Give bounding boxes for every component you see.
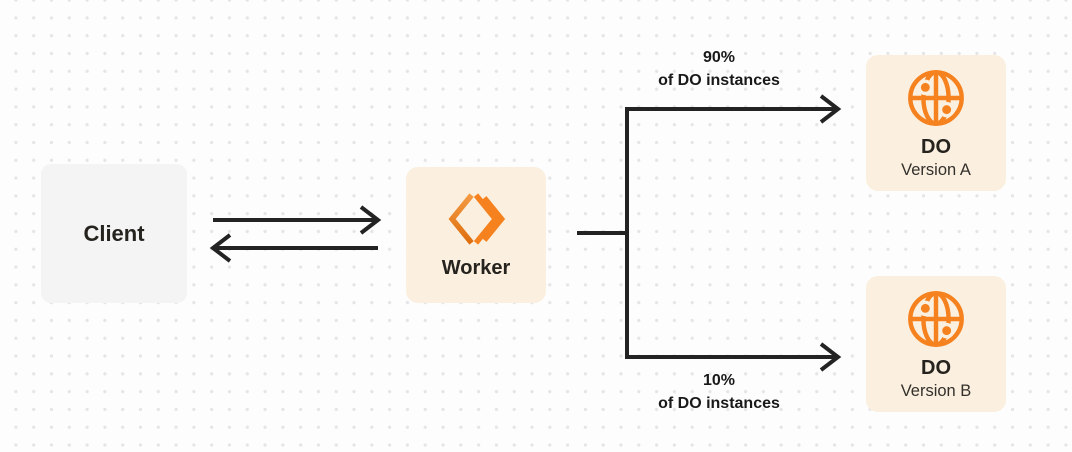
do-b-version-label: Version B bbox=[900, 381, 972, 400]
worker-label: Worker bbox=[441, 256, 511, 279]
do-version-b-node: DO Version B bbox=[866, 276, 1006, 412]
worker-to-client-arrowhead-icon bbox=[209, 233, 232, 263]
client-node: Client bbox=[41, 164, 187, 303]
branch-top-label: 90% of DO instances bbox=[619, 46, 819, 92]
do-version-a-node: DO Version A bbox=[866, 55, 1006, 191]
do-b-title: DO bbox=[921, 356, 951, 379]
branch-top-caption: of DO instances bbox=[658, 72, 780, 89]
branch-trunk-line bbox=[625, 107, 824, 359]
do-a-version-label: Version A bbox=[901, 160, 971, 179]
branch-bottom-arrowhead-icon bbox=[819, 342, 842, 372]
durable-object-globe-icon bbox=[908, 290, 964, 347]
client-to-worker-arrowhead-icon bbox=[359, 205, 382, 235]
branch-top-arrowhead-icon bbox=[819, 94, 842, 124]
branch-bottom-caption: of DO instances bbox=[658, 395, 780, 412]
branch-top-percent: 90% bbox=[702, 49, 736, 66]
cloudflare-workers-icon bbox=[448, 192, 506, 245]
branch-bottom-percent: 10% bbox=[702, 372, 736, 389]
branch-bottom-label: 10% of DO instances bbox=[619, 369, 819, 415]
durable-object-globe-icon bbox=[908, 69, 964, 126]
worker-node: Worker bbox=[406, 167, 546, 303]
do-a-title: DO bbox=[921, 135, 951, 158]
client-label: Client bbox=[83, 220, 145, 246]
